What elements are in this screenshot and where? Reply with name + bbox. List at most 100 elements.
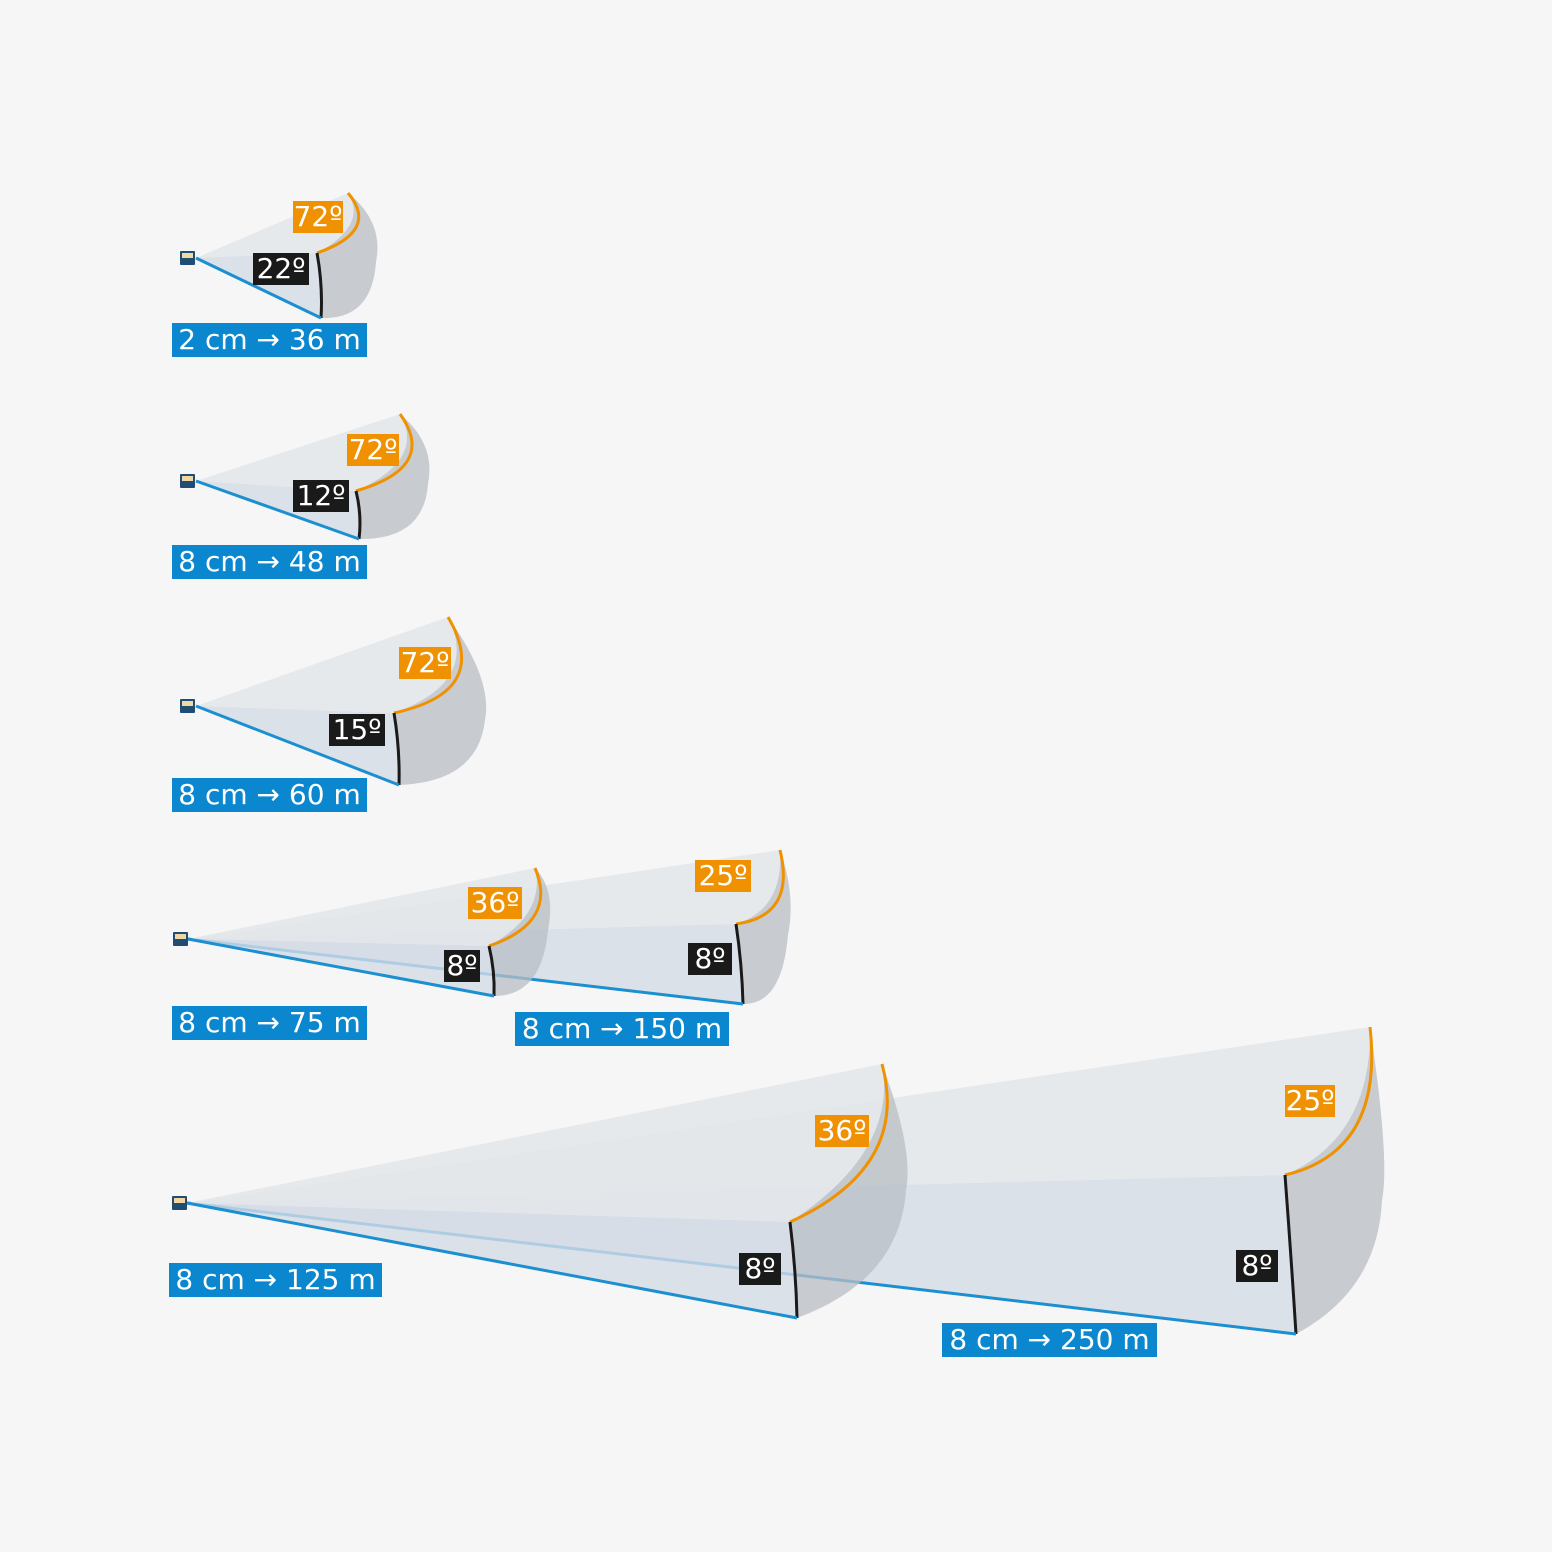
fov-volume (186, 1063, 908, 1320)
fov-volume (187, 867, 551, 998)
range-label-bg (515, 1012, 729, 1046)
vertical-fov-badge: 8º (688, 942, 732, 975)
range-label-text: 8 cm → 75 m (178, 1006, 360, 1039)
horizontal-fov-badge-text: 72º (294, 200, 343, 233)
range-label-text: 8 cm → 150 m (522, 1012, 722, 1045)
vertical-fov-badge-text: 8º (1241, 1249, 1272, 1282)
fov-top-face (196, 414, 408, 491)
horizontal-fov-arc (735, 849, 785, 926)
range-label: 8 cm → 48 m (172, 545, 367, 579)
lidar-sensor-icon (180, 474, 195, 488)
horizontal-fov-badge-bg (815, 1115, 869, 1147)
horizontal-fov-badge-text: 36º (818, 1114, 867, 1147)
vertical-fov-badge-text: 12º (297, 479, 346, 512)
vertical-fov-badge-text: 15º (333, 713, 382, 746)
range-label: 8 cm → 150 m (515, 1012, 729, 1046)
range-label: 8 cm → 250 m (942, 1323, 1157, 1357)
fov-top-face (196, 617, 457, 713)
range-beam-line (187, 937, 495, 998)
fov-side-face (736, 850, 791, 1005)
range-label-bg (942, 1323, 1157, 1357)
vertical-fov-edge (788, 1221, 799, 1319)
sensor-row: 36º 8º 8 cm → 75 m 25º 8º 8 cm → 150 m (172, 849, 791, 1046)
vertical-fov-badge-bg (688, 943, 732, 975)
range-beam-line (195, 256, 322, 320)
lidar-sensor-icon (172, 1196, 187, 1210)
horizontal-fov-badge: 72º (347, 433, 399, 466)
lidar-sensor-icon (180, 699, 195, 713)
range-label-text: 8 cm → 48 m (178, 545, 360, 578)
fov-side-face (790, 1064, 908, 1318)
vertical-fov-edge (315, 252, 323, 319)
range-label-text: 8 cm → 125 m (175, 1263, 375, 1296)
horizontal-fov-badge: 72º (293, 200, 343, 233)
horizontal-fov-badge: 25º (695, 859, 751, 892)
vertical-fov-badge-text: 22º (257, 252, 306, 285)
fov-top-face (187, 1064, 885, 1222)
range-beam-line (186, 1201, 798, 1320)
horizontal-fov-arc (393, 616, 464, 715)
range-label: 2 cm → 36 m (172, 323, 367, 357)
vertical-fov-badge-bg (444, 950, 480, 982)
vertical-fov-edge (392, 712, 401, 786)
vertical-fov-badge-text: 8º (446, 949, 477, 982)
fov-top-face (188, 868, 537, 946)
sensor-row: 72º 15º 8 cm → 60 m (172, 616, 487, 812)
vertical-fov-edge (1283, 1174, 1298, 1335)
range-label-bg (172, 778, 367, 812)
vertical-fov-badge: 12º (293, 479, 349, 512)
horizontal-fov-arc (355, 413, 414, 493)
range-label-bg (172, 323, 367, 357)
horizontal-fov-badge-text: 72º (349, 433, 398, 466)
vertical-fov-badge: 8º (739, 1252, 781, 1285)
vertical-fov-edge (354, 490, 362, 540)
vertical-fov-badge: 15º (329, 713, 385, 746)
sensor-row: 36º 8º 8 cm → 125 m 25º 8º 8 cm → 250 m (169, 1026, 1385, 1357)
range-label-text: 8 cm → 250 m (949, 1323, 1149, 1356)
range-label: 8 cm → 75 m (172, 1006, 367, 1040)
horizontal-fov-arc (1284, 1026, 1374, 1177)
horizontal-fov-badge-text: 36º (471, 886, 520, 919)
fov-volume (195, 413, 430, 541)
fov-side-face (1285, 1027, 1385, 1334)
fov-side-face (394, 617, 487, 785)
vertical-fov-edge (487, 945, 496, 997)
sensor-row: 72º 22º 2 cm → 36 m (172, 192, 378, 357)
vertical-fov-badge-bg (293, 480, 349, 512)
horizontal-fov-badge-text: 72º (401, 646, 450, 679)
horizontal-fov-badge-bg (399, 647, 451, 679)
lidar-sensor-icon (173, 932, 188, 946)
vertical-fov-edge (734, 923, 745, 1005)
vertical-fov-badge-bg (739, 1253, 781, 1285)
horizontal-fov-badge: 72º (399, 646, 451, 679)
vertical-fov-badge: 8º (1236, 1249, 1278, 1282)
vertical-fov-badge-text: 8º (694, 942, 725, 975)
vertical-fov-badge-text: 8º (744, 1252, 775, 1285)
range-label-text: 2 cm → 36 m (178, 323, 360, 356)
range-beam-line (195, 479, 360, 541)
vertical-fov-badge: 8º (444, 949, 480, 982)
range-label-text: 8 cm → 60 m (178, 778, 360, 811)
horizontal-fov-badge-bg (1285, 1085, 1335, 1117)
horizontal-fov-badge-text: 25º (1286, 1084, 1335, 1117)
fov-volume (195, 616, 487, 787)
vertical-fov-badge-bg (1236, 1250, 1278, 1282)
range-beam-line (195, 704, 400, 787)
range-label-bg (172, 545, 367, 579)
range-label: 8 cm → 60 m (172, 778, 367, 812)
horizontal-fov-badge-bg (293, 201, 343, 233)
horizontal-fov-arc (789, 1063, 889, 1224)
horizontal-fov-badge: 36º (468, 886, 522, 919)
horizontal-fov-badge: 36º (815, 1114, 869, 1147)
horizontal-fov-badge-bg (695, 860, 751, 892)
lidar-sensor-icon (180, 251, 195, 265)
range-label-bg (172, 1006, 367, 1040)
horizontal-fov-arc (316, 192, 361, 255)
vertical-fov-badge-bg (329, 714, 385, 746)
range-label: 8 cm → 125 m (169, 1263, 382, 1297)
horizontal-fov-badge-text: 25º (699, 859, 748, 892)
fov-side-face (317, 193, 378, 319)
vertical-fov-badge-bg (253, 253, 309, 285)
horizontal-fov-badge-bg (347, 434, 399, 466)
